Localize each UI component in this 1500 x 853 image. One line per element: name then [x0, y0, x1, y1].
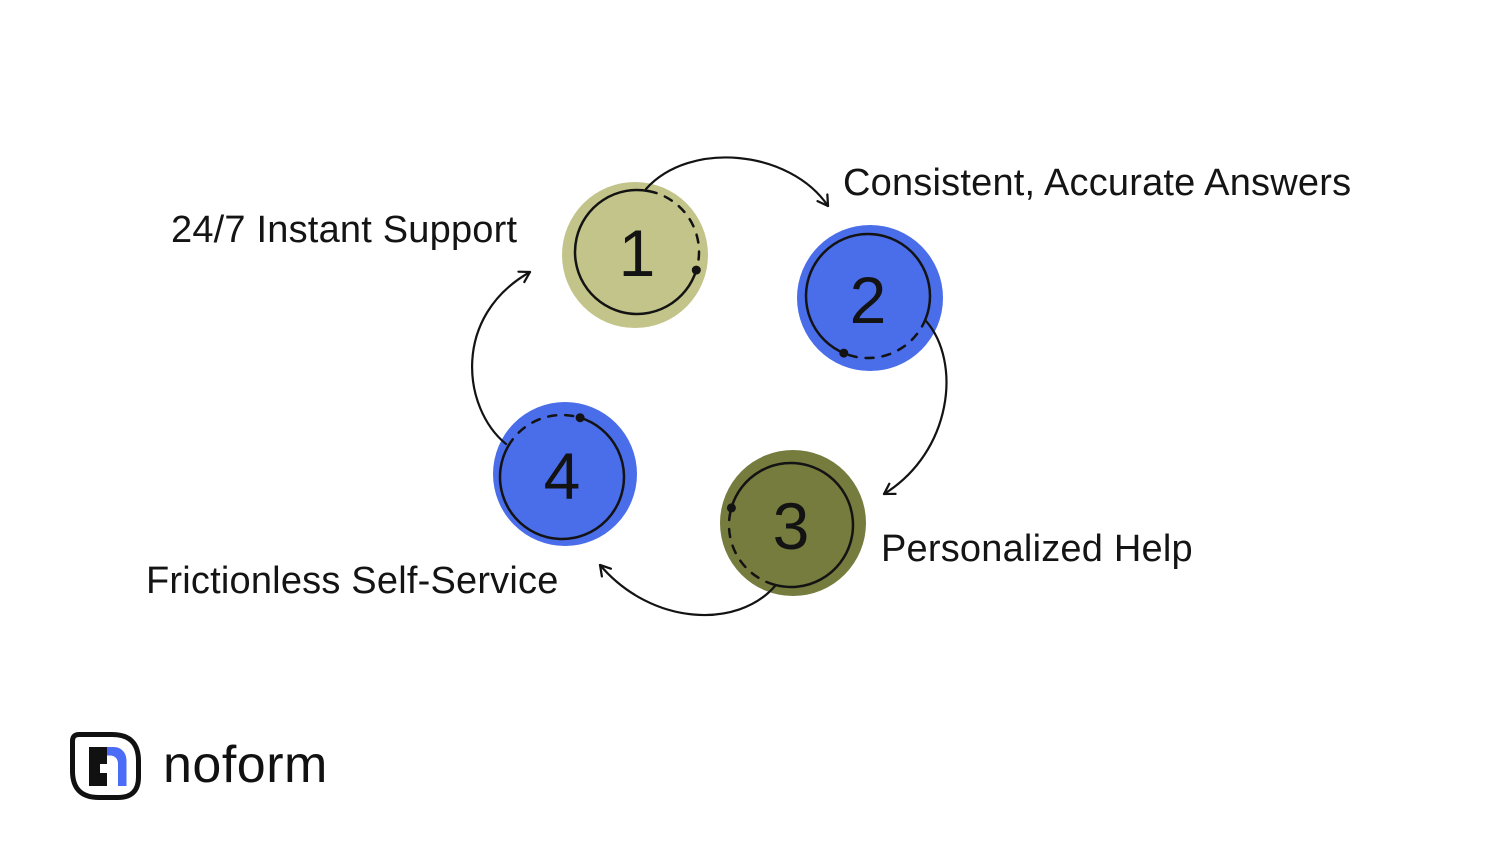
step-3-ring-dashed — [727, 506, 776, 586]
step-1-label: 24/7 Instant Support — [171, 209, 518, 251]
step-1-ring-dashed — [647, 189, 701, 272]
arrow-4-to-1 — [471, 270, 532, 446]
step-1-ring-solid — [573, 188, 698, 316]
step-2-ring-solid — [804, 232, 932, 355]
step-4-label: Frictionless Self-Service — [146, 560, 559, 602]
noform-logo-icon — [70, 732, 141, 800]
step-4-number: 4 — [544, 439, 581, 513]
step-4-ring-solid — [498, 416, 626, 541]
step-3-label: Personalized Help — [881, 528, 1193, 570]
ring-dots — [575, 265, 849, 513]
logo-outline — [70, 732, 141, 800]
noform-wordmark: noform — [163, 736, 328, 794]
step-2-label: Consistent, Accurate Answers — [843, 162, 1352, 204]
step-4-ring-dot — [575, 413, 585, 423]
step-2-ring-dashed — [842, 317, 927, 360]
step-3-ring-solid — [730, 461, 855, 589]
step-1-ring-dot — [691, 265, 701, 275]
step-1-blob — [562, 182, 708, 328]
step-3-blob — [720, 450, 866, 596]
step-3-ring-dot — [726, 503, 736, 513]
arrow-3-to-4 — [598, 563, 777, 617]
logo-n-glyph — [107, 747, 127, 786]
step-4-ring-dashed — [507, 413, 582, 448]
step-rings — [498, 188, 932, 589]
step-4-blob — [493, 402, 637, 546]
arrow-1-to-2 — [644, 156, 830, 208]
cycle-arrows — [471, 156, 948, 617]
step-2-number: 2 — [850, 263, 887, 337]
step-2-ring-dot — [839, 348, 849, 358]
arrow-2-to-3 — [882, 319, 948, 496]
step-2-blob — [797, 225, 943, 371]
step-1-number: 1 — [619, 216, 656, 290]
logo-f-glyph — [89, 747, 107, 786]
step-3-number: 3 — [773, 489, 810, 563]
